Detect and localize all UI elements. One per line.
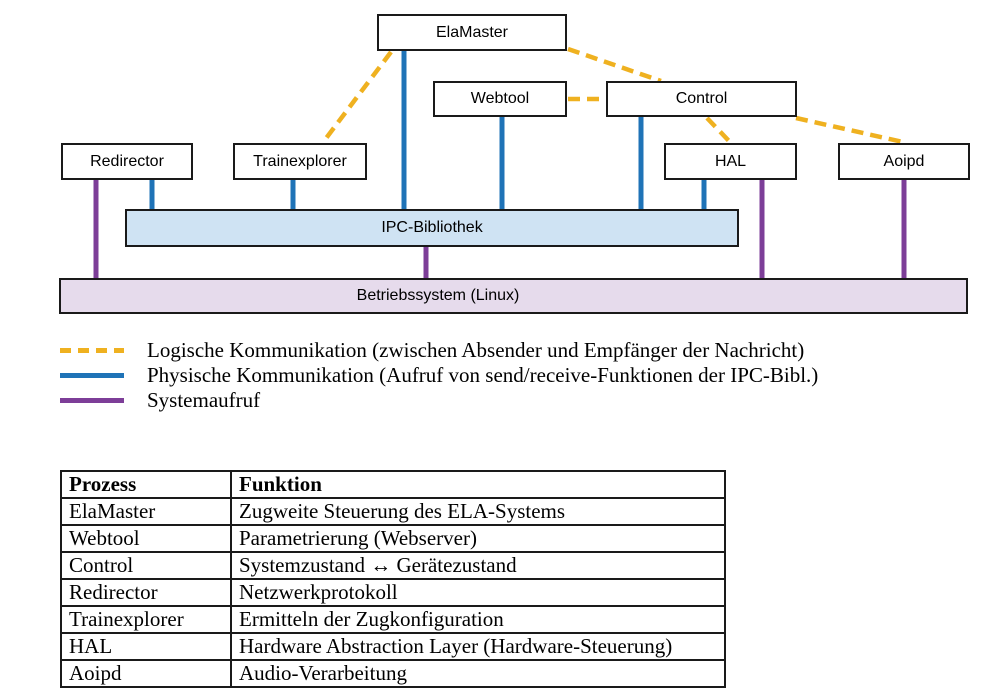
node-elamaster-label: ElaMaster xyxy=(435,23,509,41)
table-row: Control Systemzustand ↔ Gerätezustand xyxy=(60,551,726,580)
table-row: Trainexplorer Ermitteln der Zugkonfigura… xyxy=(60,605,726,634)
operating-system-bar: Betriebssystem (Linux) xyxy=(59,278,968,314)
solid-blue-line-swatch xyxy=(60,373,124,378)
table-cell-process: Control xyxy=(60,551,232,580)
node-webtool: Webtool xyxy=(433,81,567,117)
table-cell-process: Aoipd xyxy=(60,659,232,688)
table-header-process: Prozess xyxy=(60,470,232,499)
table-cell-process: HAL xyxy=(60,632,232,661)
table-cell-function: Netzwerkprotokoll xyxy=(230,578,726,607)
node-webtool-label: Webtool xyxy=(470,90,530,107)
table-cell-function: Zugweite Steuerung des ELA-Systems xyxy=(230,497,726,526)
table-row: Webtool Parametrierung (Webserver) xyxy=(60,524,726,553)
node-elamaster: ElaMaster xyxy=(377,14,567,51)
table-row: ElaMaster Zugweite Steuerung des ELA-Sys… xyxy=(60,497,726,526)
table-cell-process: Trainexplorer xyxy=(60,605,232,634)
table-cell-function: Ermitteln der Zugkonfiguration xyxy=(230,605,726,634)
logical-wire-control-aoipd xyxy=(795,115,904,145)
table-cell-function: Audio-Verarbeitung xyxy=(230,659,726,688)
legend-label-logical: Logische Kommunikation (zwischen Absende… xyxy=(147,338,805,362)
legend-item-physical: Physische Kommunikation (Aufruf von send… xyxy=(60,363,818,388)
logical-wire-elamaster-trainexplorer xyxy=(322,50,393,143)
operating-system-label: Betriebssystem (Linux) xyxy=(356,287,520,304)
solid-purple-line-swatch xyxy=(60,398,124,403)
table-row: HAL Hardware Abstraction Layer (Hardware… xyxy=(60,632,726,661)
legend-item-syscall: Systemaufruf xyxy=(60,388,818,413)
ipc-library-label: IPC-Bibliothek xyxy=(381,219,483,236)
table-cell-function: Systemzustand ↔ Gerätezustand xyxy=(230,551,726,580)
legend-label-physical: Physische Kommunikation (Aufruf von send… xyxy=(147,363,819,387)
table-cell-function: Hardware Abstraction Layer (Hardware-Ste… xyxy=(230,632,726,661)
table-row: Redirector Netzwerkprotokoll xyxy=(60,578,726,607)
node-trainexplorer: Trainexplorer xyxy=(233,143,367,180)
node-redirector: Redirector xyxy=(61,143,193,180)
dashed-line-swatch xyxy=(60,348,124,353)
legend-item-logical: Logische Kommunikation (zwischen Absende… xyxy=(60,338,818,363)
node-control-label: Control xyxy=(675,90,728,107)
node-trainexplorer-label: Trainexplorer xyxy=(253,152,347,170)
logical-wire-control-hal xyxy=(705,116,732,144)
node-control: Control xyxy=(606,81,797,117)
table-header-row: Prozess Funktion xyxy=(60,470,726,499)
table-cell-process: Redirector xyxy=(60,578,232,607)
node-hal-label: HAL xyxy=(714,152,747,170)
ipc-library-bar: IPC-Bibliothek xyxy=(125,209,739,247)
node-aoipd: Aoipd xyxy=(838,143,970,180)
node-redirector-label: Redirector xyxy=(90,152,164,170)
table-cell-process: ElaMaster xyxy=(60,497,232,526)
node-hal: HAL xyxy=(664,143,797,180)
process-function-table: Prozess Funktion ElaMaster Zugweite Steu… xyxy=(60,470,726,688)
table-row: Aoipd Audio-Verarbeitung xyxy=(60,659,726,688)
logical-wire-elamaster-control xyxy=(567,46,662,84)
table-cell-function: Parametrierung (Webserver) xyxy=(230,524,726,553)
table-cell-process: Webtool xyxy=(60,524,232,553)
node-aoipd-label: Aoipd xyxy=(883,152,925,170)
legend-label-syscall: Systemaufruf xyxy=(147,388,261,412)
legend: Logische Kommunikation (zwischen Absende… xyxy=(60,338,818,413)
table-header-function: Funktion xyxy=(230,470,726,499)
